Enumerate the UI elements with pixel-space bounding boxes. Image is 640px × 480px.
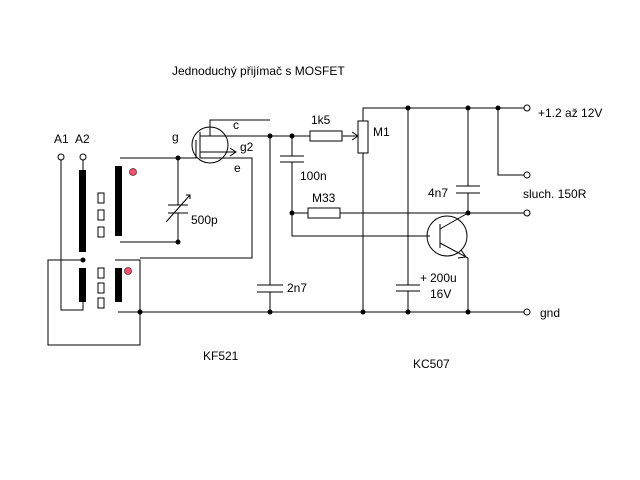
capacitor-100n: 100n [280, 136, 430, 237]
resistor-body [307, 207, 341, 219]
transistor-body [426, 215, 468, 257]
label-headphones: sluch. 150R [523, 187, 587, 201]
label-100n: 100n [300, 169, 327, 183]
capacitor-200u: + 200u 16V [396, 105, 457, 315]
core-segment [97, 192, 105, 204]
supply-rail [362, 107, 524, 121]
coil-winding-upper-right [115, 166, 122, 236]
label-m33: M33 [312, 191, 336, 205]
tuning-capacitor: 500p [120, 155, 218, 245]
core-segment [97, 267, 105, 279]
antenna-label-a1: A1 [54, 132, 69, 146]
variable-arrow [165, 194, 191, 223]
core-segment [97, 282, 105, 294]
label-supply: +1.2 až 12V [538, 106, 602, 120]
label-emitter: e [234, 161, 241, 175]
label-200u-voltage: 16V [430, 287, 451, 301]
output-terminals: +1.2 až 12V sluch. 150R gnd [523, 104, 602, 320]
gate2-arrow [229, 147, 237, 157]
label-200u-plus: + [420, 271, 427, 285]
junction-dot [405, 105, 411, 111]
wire-tank-top [120, 157, 179, 161]
label-200u-value: 200u [430, 271, 457, 285]
terminal-headphones-b [523, 209, 531, 217]
resistor-m33: M33 [292, 191, 524, 219]
junction-dot [405, 309, 411, 315]
label-2n7: 2n7 [287, 281, 307, 295]
terminal-headphones-a [523, 171, 531, 179]
wire-lower-loop [47, 259, 141, 346]
winding-start-marker [129, 168, 137, 176]
mosfet-kf521: g c g2 e KF521 [140, 118, 270, 363]
terminal-ground [523, 308, 531, 316]
winding-start-marker [124, 267, 132, 275]
junction-dot [465, 105, 471, 111]
junction-dot [495, 105, 501, 111]
wire-headphones [497, 108, 524, 176]
diagram-title: Jednoduchý přijímač s MOSFET [172, 64, 345, 78]
label-1k5: 1k5 [311, 113, 331, 127]
antenna-terminal-a1 [57, 153, 65, 161]
wire-100n-to-base [291, 162, 430, 237]
core-segment [97, 297, 105, 309]
core-segment [97, 226, 105, 238]
antenna-terminal-a2 [79, 153, 87, 161]
junction-dot [360, 309, 366, 315]
label-kf521: KF521 [203, 349, 239, 363]
coil-winding-lower-right [115, 268, 122, 302]
coil-winding-lower-left [79, 268, 86, 302]
junction-dot [80, 257, 86, 263]
label-m1: M1 [373, 125, 390, 139]
antenna-label-a2: A2 [75, 132, 90, 146]
wire-gate [178, 140, 197, 159]
resistor-1k5: 1k5 [289, 113, 359, 142]
coil-winding-upper-left [79, 170, 86, 252]
potentiometer-m1: M1 [357, 107, 524, 315]
junction-dot [267, 309, 273, 315]
core-segment [97, 209, 105, 221]
emitter-arrow [457, 249, 467, 259]
ferrite-coil-assembly [47, 166, 143, 346]
label-gate: g [172, 130, 179, 144]
headphone-branch [495, 105, 524, 176]
variable-arrow-head [186, 194, 191, 199]
label-kc507: KC507 [413, 357, 450, 371]
transistor-emitter [439, 242, 469, 312]
capacitor-2n7: 2n7 [210, 133, 307, 315]
transistor-kc507: KC507 [413, 210, 471, 371]
resistor-body [309, 130, 343, 142]
label-4n7: 4n7 [428, 186, 448, 200]
capacitor-4n7: 4n7 [428, 105, 480, 213]
label-gate2: g2 [240, 140, 254, 154]
label-500p: 500p [191, 213, 218, 227]
label-ground: gnd [540, 306, 560, 320]
pot-body [357, 120, 369, 154]
wire-collector [200, 119, 270, 137]
transistor-collector [439, 212, 469, 230]
wire-emitter [140, 152, 253, 259]
terminal-supply [523, 104, 531, 112]
label-collector: c [233, 118, 239, 132]
junction-dot [175, 239, 181, 245]
junction-dot [465, 309, 471, 315]
